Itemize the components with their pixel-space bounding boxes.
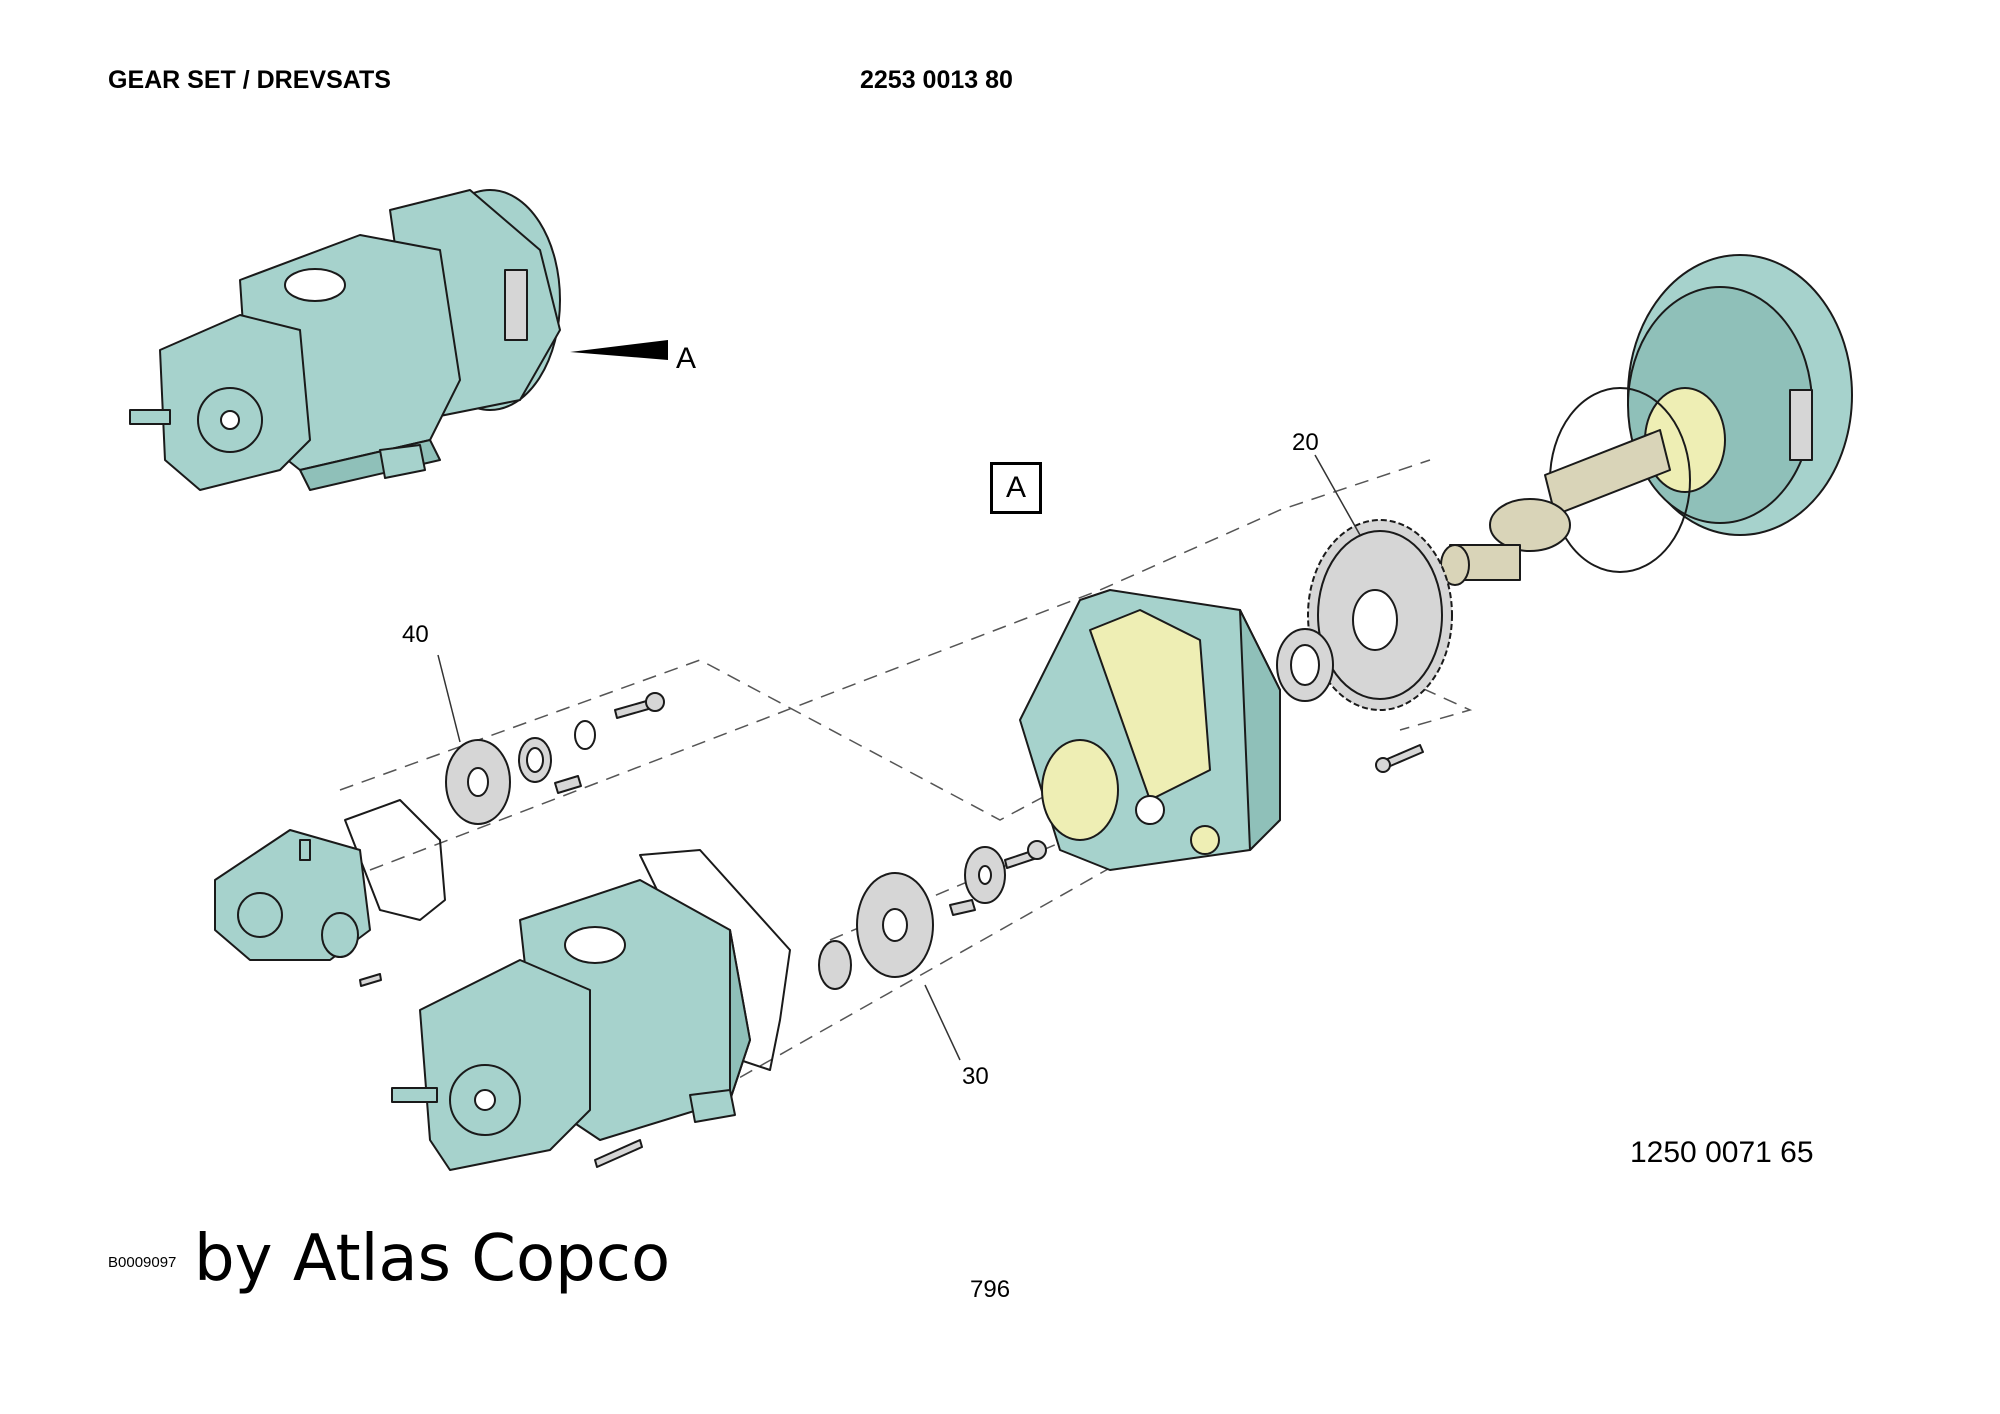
- callout-leaders: [437, 454, 1361, 1061]
- large-gear: [1307, 519, 1453, 711]
- page-number: 796: [970, 1276, 1011, 1303]
- callout-30: 30: [962, 1063, 989, 1090]
- bearing: [1276, 628, 1334, 702]
- drawing-ref: B0009097: [108, 1254, 177, 1271]
- overview-compressor: [129, 189, 668, 491]
- gear-housing: [1019, 589, 1281, 871]
- callout-40: 40: [402, 621, 429, 648]
- screws: [359, 692, 1424, 1168]
- callout-20: 20: [1292, 429, 1319, 456]
- motor-flange: [1549, 254, 1853, 573]
- gear-30-parts: [818, 846, 1006, 990]
- view-label: A: [676, 342, 697, 375]
- article-number: 1250 0071 65: [1630, 1136, 1814, 1169]
- main-compressor: [391, 849, 791, 1171]
- view-box-label: A: [990, 462, 1042, 514]
- drive-shaft: [1440, 429, 1671, 586]
- gear-40-parts: [445, 720, 596, 825]
- page-title: GEAR SET / DREVSATS: [108, 66, 391, 94]
- brand-text: by Atlas Copco: [194, 1222, 671, 1296]
- view-arrow-icon: [570, 340, 668, 360]
- document-number: 2253 0013 80: [860, 66, 1013, 94]
- oil-pump: [214, 799, 446, 961]
